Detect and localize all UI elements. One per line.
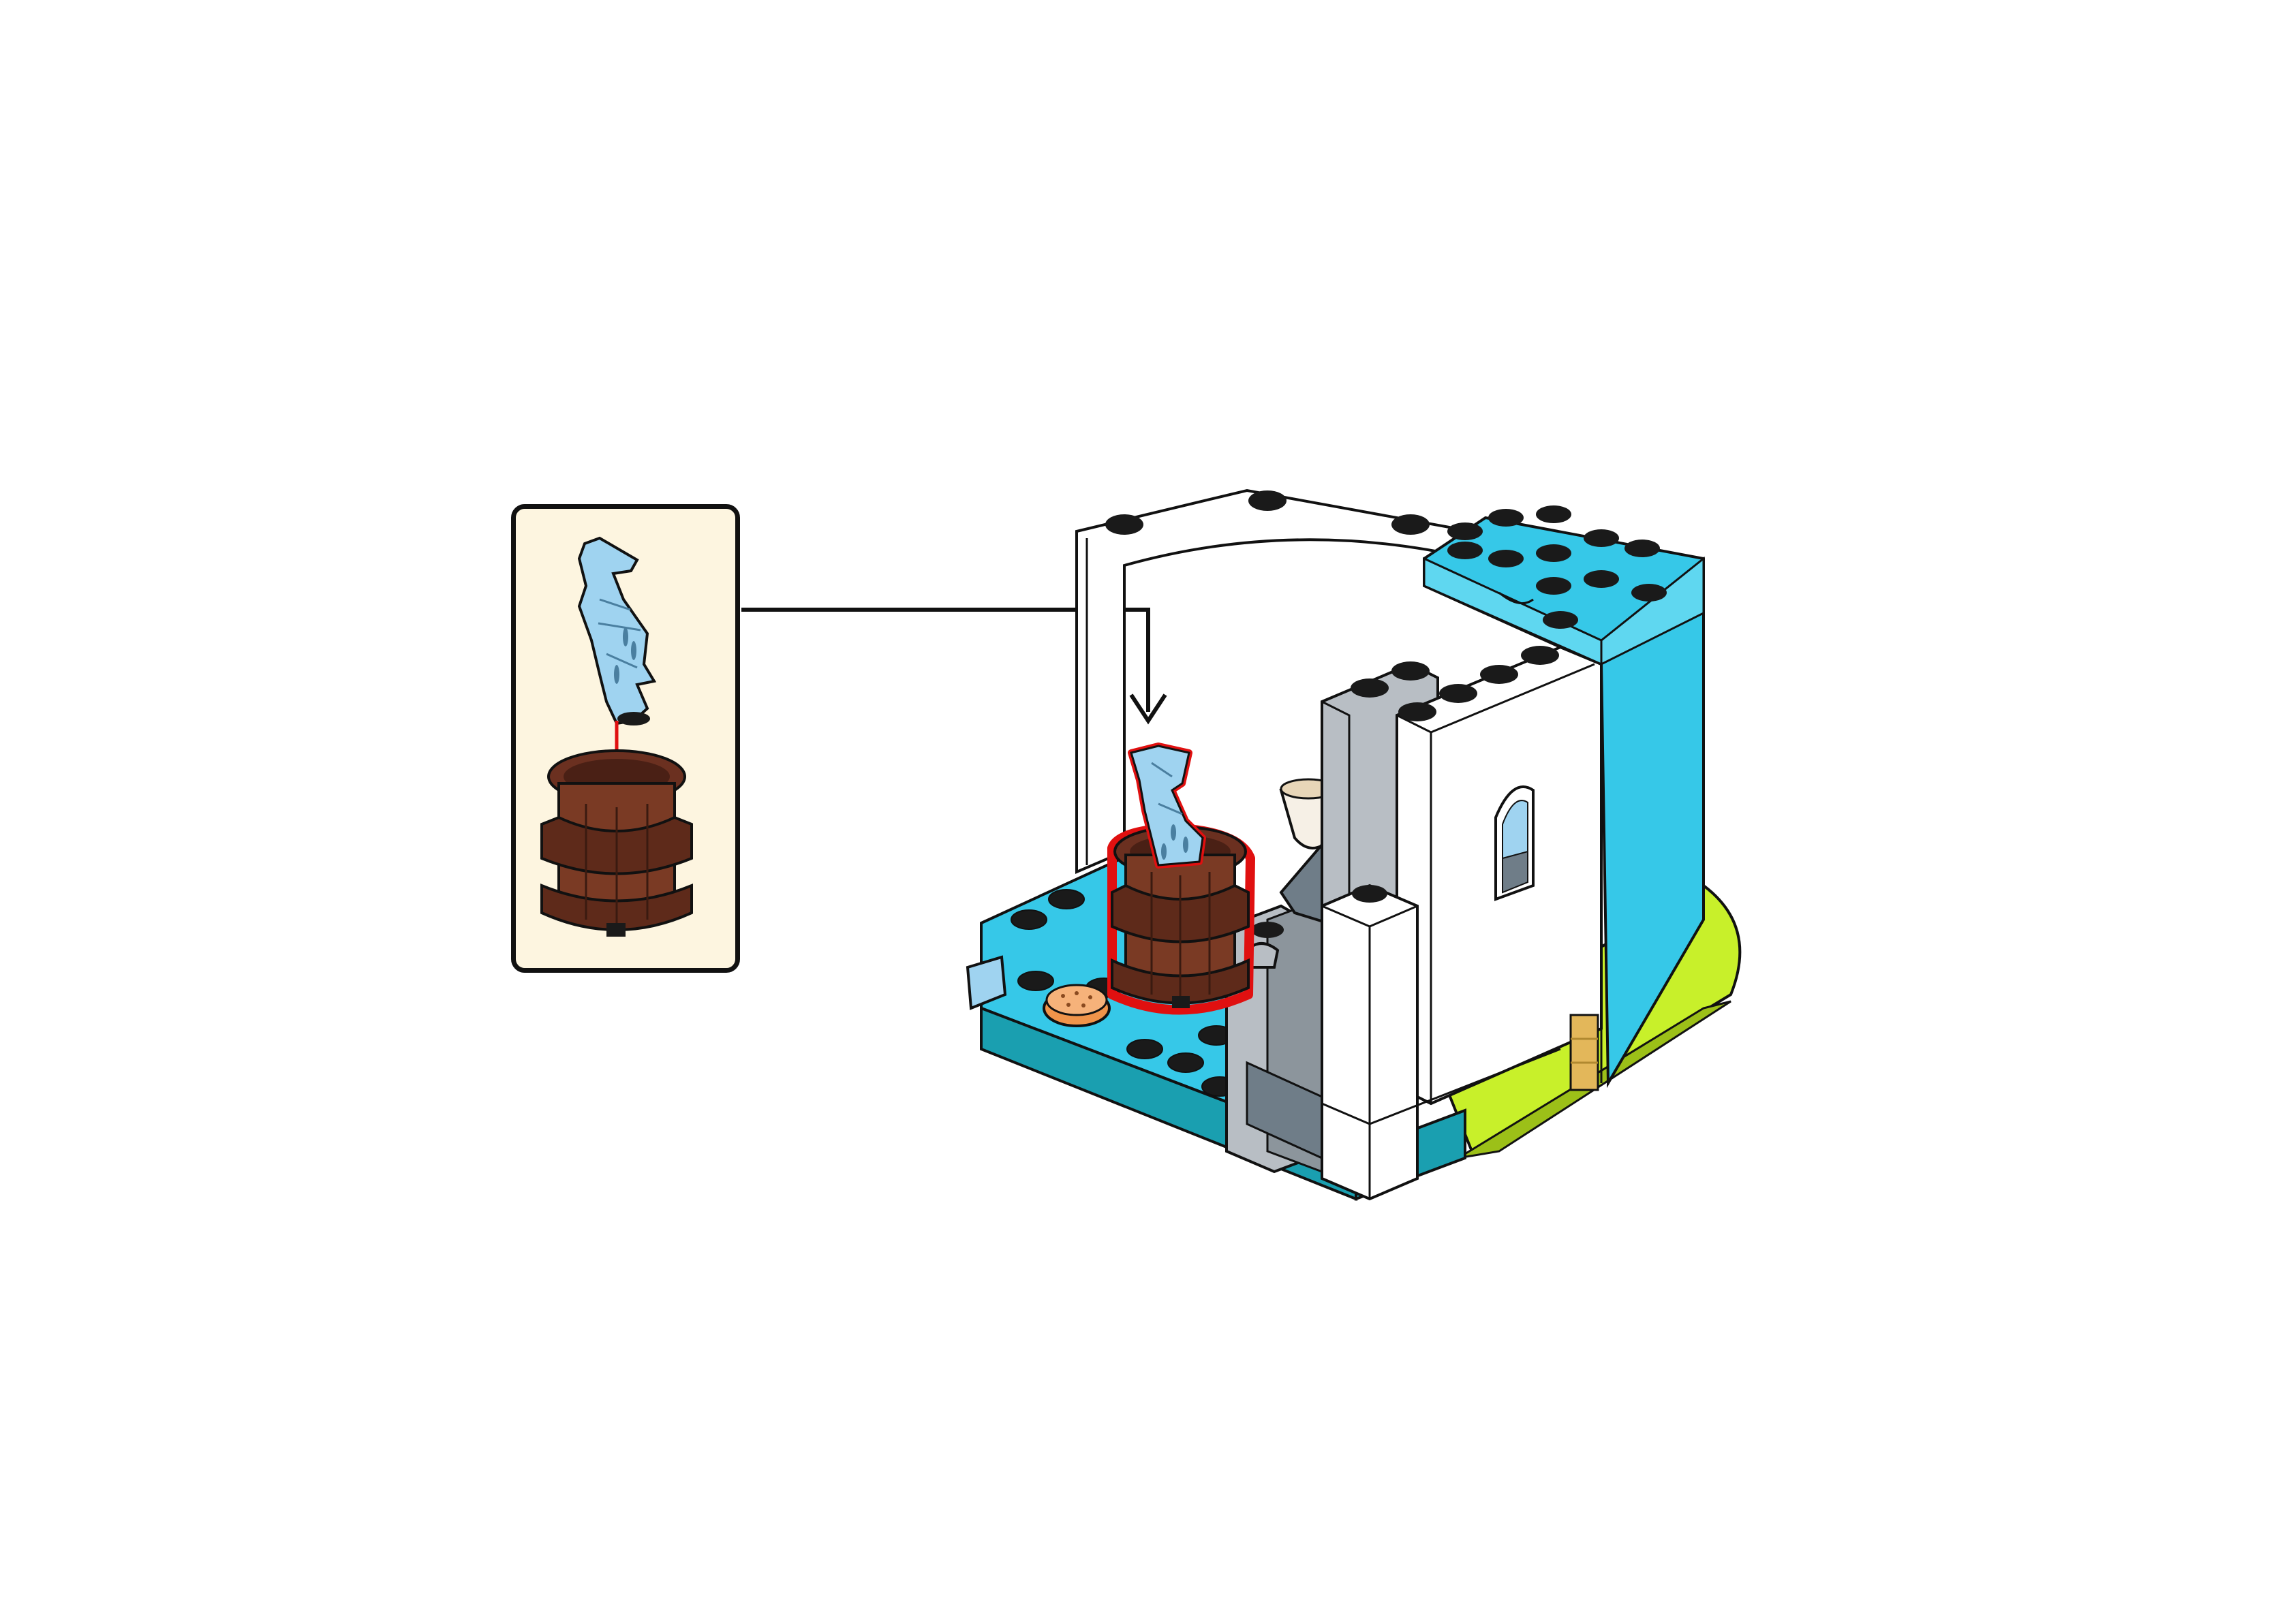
model-orange-tile	[1043, 984, 1111, 1027]
model-highlighted-fish	[1128, 743, 1206, 869]
model-white-column	[1321, 884, 1561, 1201]
model-tan-pieces	[1569, 1014, 1599, 1091]
callout-fish	[577, 536, 657, 725]
model-gray-bricks	[1225, 897, 1330, 1174]
model-clip	[966, 955, 1007, 1010]
model-white-wall	[1396, 645, 1603, 1106]
model-azure-tower	[1423, 505, 1705, 1089]
leader-arrowhead	[1129, 693, 1167, 725]
arch-studs	[1105, 490, 1430, 535]
leader-line	[741, 608, 1150, 712]
callout-barrel	[540, 749, 693, 937]
